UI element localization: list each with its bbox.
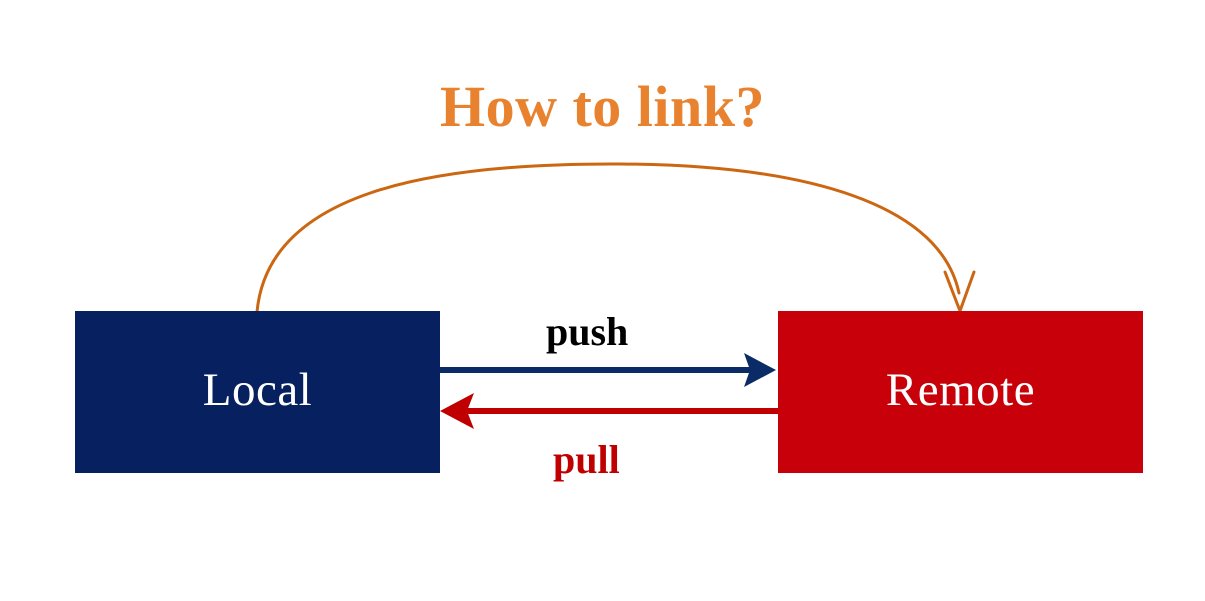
edge-label-pull: pull	[553, 437, 620, 482]
edge-label-push: push	[546, 309, 629, 354]
link-arc-path	[255, 162, 961, 314]
link-arc-arrow	[255, 162, 976, 314]
push-arrow-head	[744, 353, 776, 387]
node-local[interactable]: Local	[75, 311, 440, 473]
page-title: How to link?	[439, 74, 766, 139]
node-remote-label: Remote	[885, 363, 1036, 416]
node-remote[interactable]: Remote	[778, 311, 1143, 473]
link-arc-arrowhead	[943, 270, 976, 313]
pull-arrow	[440, 393, 778, 429]
pull-arrow-head	[440, 393, 474, 429]
node-local-label: Local	[202, 363, 313, 416]
push-arrow	[440, 353, 776, 387]
